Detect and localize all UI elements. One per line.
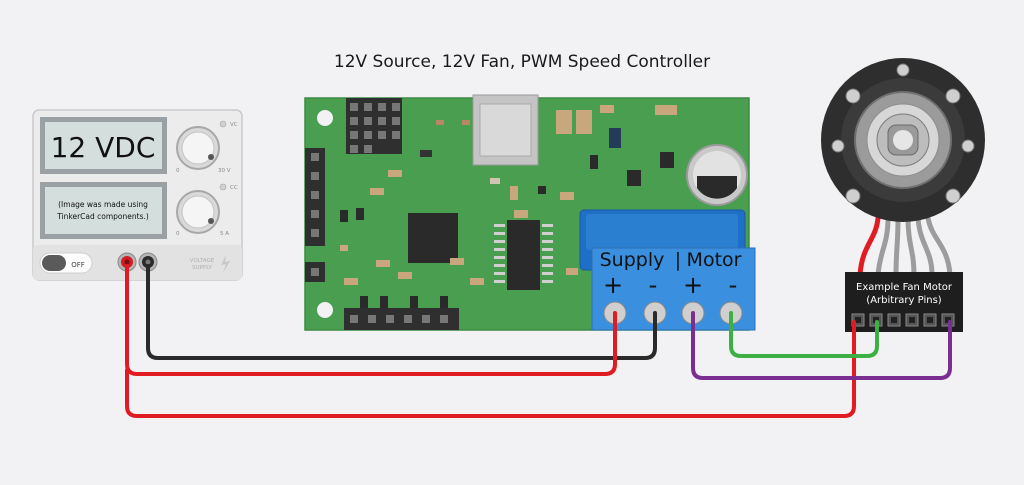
knob-cc-label: CC — [230, 185, 238, 191]
driver-chip — [507, 220, 540, 290]
brand-line-1: VOLTAGE — [190, 258, 215, 264]
note-line-1: (Image was made using — [58, 200, 148, 209]
fan-screw — [845, 188, 861, 204]
motor-plus-label: + — [683, 271, 703, 299]
knob-vc-max: 30 V — [218, 168, 231, 174]
knob-indicator — [208, 154, 214, 160]
terminal-block: Supply | Motor + - + - — [579, 209, 756, 331]
note-line-2: TinkerCad components.) — [56, 212, 149, 221]
voltage-display-text: 12 VDC — [51, 131, 156, 164]
fan-label-line-2: (Arbitrary Pins) — [866, 295, 941, 306]
wire-purple-motor-pos — [691, 311, 952, 380]
knob-cc-min: 0 — [176, 231, 180, 237]
fan-screw — [896, 63, 910, 77]
knob-cc-max: 5 A — [220, 231, 229, 237]
wire-black-ground — [146, 264, 657, 360]
wire-red-fan — [125, 320, 856, 418]
wires — [125, 264, 952, 418]
fan-screw — [845, 88, 861, 104]
brand-line-2: SUPPLY — [192, 265, 212, 271]
smd-components — [340, 105, 677, 308]
fan-screw — [945, 188, 961, 204]
supply-plus-label: + — [603, 271, 623, 299]
supply-label: Supply — [600, 249, 665, 271]
fan-label-line-1: Example Fan Motor — [856, 282, 953, 293]
pin-header-left — [305, 148, 325, 282]
switch-label: OFF — [71, 261, 85, 269]
voltage-display — [45, 122, 162, 169]
label-divider: | — [675, 249, 681, 271]
knob-vc-min: 0 — [176, 168, 180, 174]
fan-screw — [961, 139, 975, 153]
fan-motor: Example Fan Motor (Arbitrary Pins) — [821, 58, 985, 332]
power-supply: 12 VDC (Image was made using TinkerCad c… — [32, 109, 243, 281]
pin-header-top — [346, 98, 402, 154]
pin-header-bottom — [344, 308, 459, 330]
current-display — [45, 187, 162, 234]
microcontroller-chip — [408, 213, 458, 263]
lightning-icon — [221, 255, 230, 273]
fan-lead-wires — [857, 215, 953, 278]
wire-green-motor-neg — [729, 311, 879, 358]
fan-screw — [945, 88, 961, 104]
fan-screw — [831, 139, 845, 153]
diagram-title: 12V Source, 12V Fan, PWM Speed Controlle… — [334, 52, 710, 72]
knob-vc-label: VC — [230, 122, 238, 128]
wire-red-supply — [125, 264, 617, 376]
chip-pins — [494, 224, 553, 283]
motor-label: Motor — [687, 249, 742, 271]
supply-minus-label: - — [649, 271, 658, 299]
mount-hole — [317, 110, 333, 126]
knob-indicator-cc — [208, 218, 214, 224]
motor-minus-label: - — [729, 271, 738, 299]
mount-hole — [317, 302, 333, 318]
